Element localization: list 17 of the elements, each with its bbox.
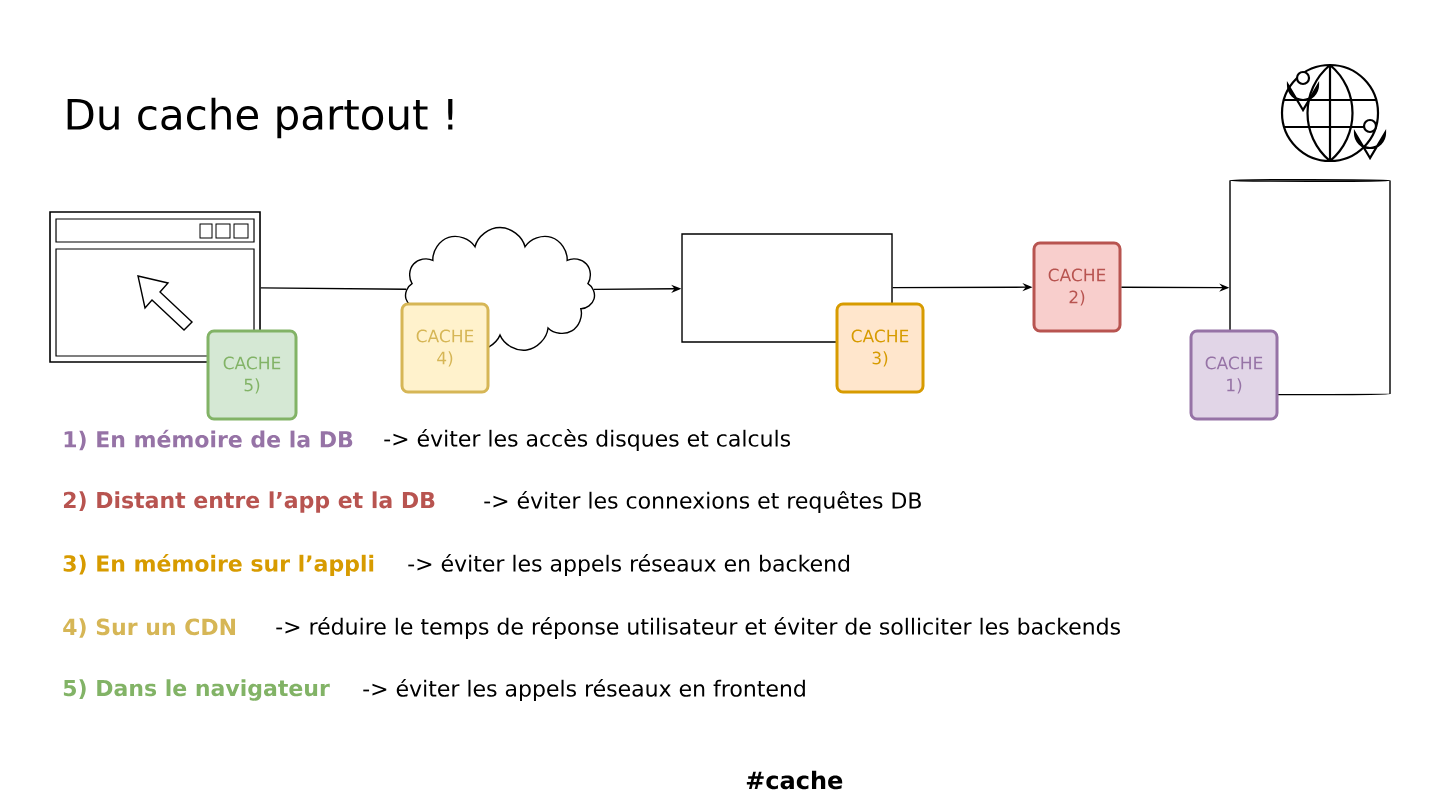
cache-type-label: 3) En mémoire sur l’appli [63,553,374,577]
description-text: -> éviter les accès disques et calculs [384,428,791,452]
cache-box: CACHE 5) [206,329,298,421]
description-text: -> éviter les appels réseaux en backend [408,553,850,577]
cache-box: CACHE 1) [1189,329,1279,421]
footer-hashtag: #cache [746,770,843,790]
cache-box: CACHE 4) [400,302,490,394]
description-text: -> éviter les connexions et requêtes DB [484,490,921,514]
description-text: -> réduire le temps de réponse utilisateur et éviter de solliciter les backends [276,616,1120,640]
cache-type-label: 2) Distant entre l’app et la DB [63,491,435,513]
cache-type-label: 5) Dans le navigateur [63,679,330,701]
cache-box: CACHE 2) [1032,241,1122,333]
cache-type-label: 4) Sur un CDN [63,618,235,638]
title: Du cache partout ! [67,97,453,139]
cache-type-label: 1) En mémoire de la DB [64,429,353,451]
description-text: -> éviter les appels réseaux en frontend [363,678,805,702]
cache-box: CACHE 3) [835,302,925,394]
